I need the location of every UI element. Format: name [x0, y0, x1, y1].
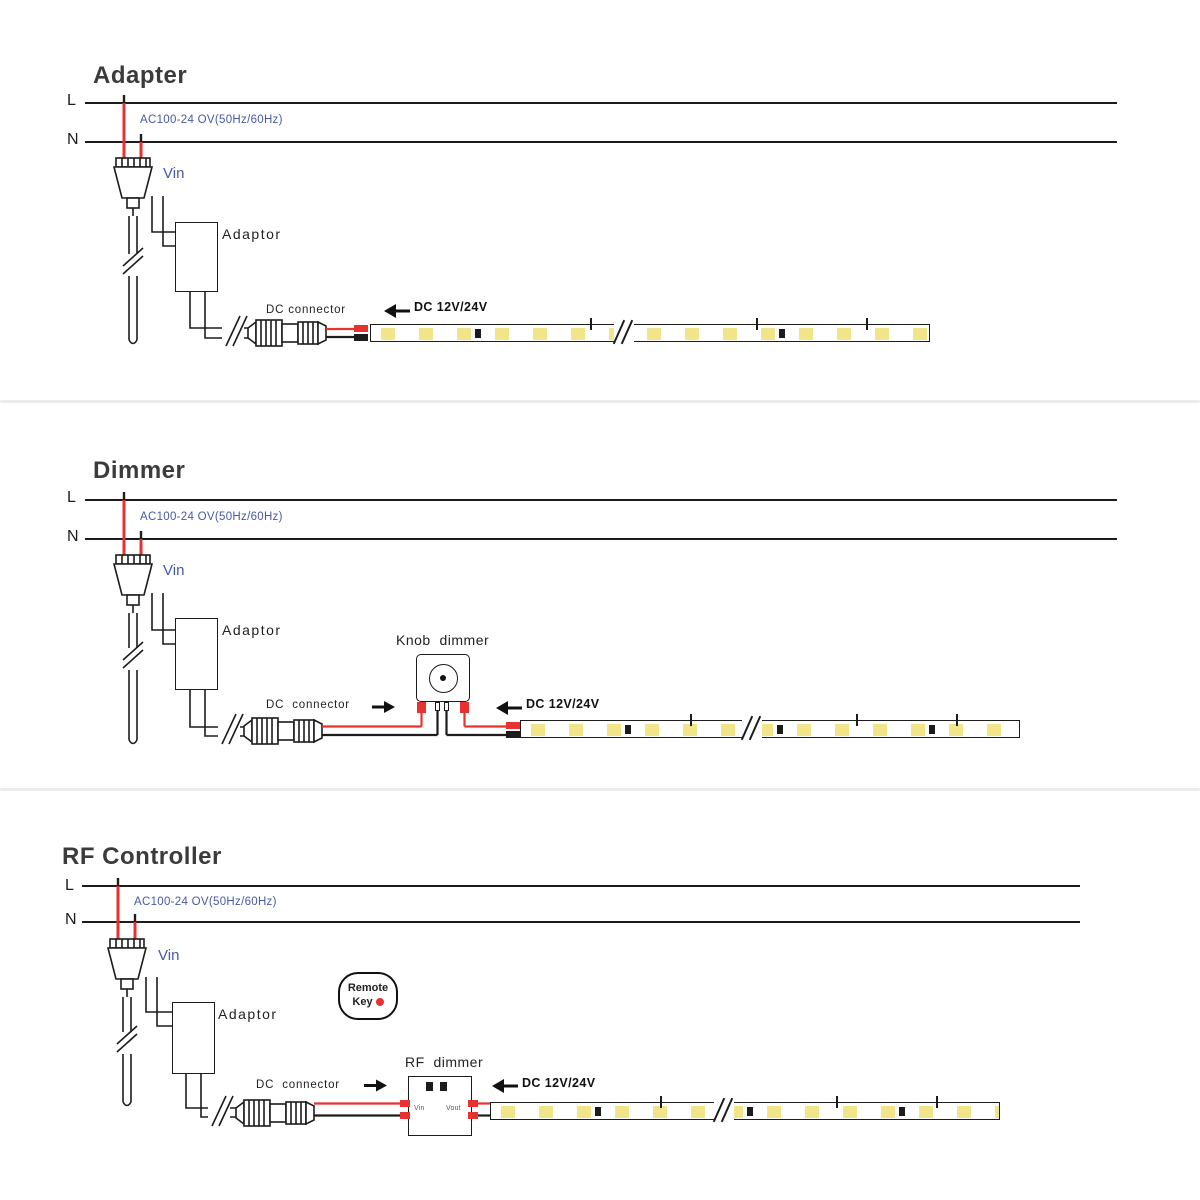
strip-break-icon: [714, 1096, 734, 1124]
rf-port-vout-label: Vout: [446, 1105, 461, 1112]
diagram-title: Dimmer: [93, 457, 186, 484]
line-l-label: L: [67, 92, 76, 109]
dc-connector-icon: [235, 1099, 315, 1127]
knob-center-dot: [440, 675, 446, 681]
led-strip: [490, 1102, 1000, 1120]
knob-dimmer-label: Knob dimmer: [396, 632, 490, 648]
led-strip: [520, 720, 1020, 738]
vin-wires: [145, 977, 172, 1027]
mains-lines: [85, 102, 1117, 143]
power-cable: [116, 997, 138, 1107]
rf-port-vin-label: Vin: [414, 1105, 425, 1112]
dip-switch-icon: [440, 1082, 447, 1091]
remote-key-label: Key: [352, 996, 373, 1008]
line-n-label: N: [65, 911, 77, 928]
remote-label: Remote: [347, 982, 389, 994]
cut-mark-icon: [866, 318, 868, 330]
cut-mark-icon: [836, 1096, 838, 1108]
vout-terminal-pad: [468, 1100, 478, 1107]
left-arrow-icon: [496, 701, 522, 715]
power-plug-icon: [112, 492, 154, 613]
right-arrow-icon: [372, 701, 395, 713]
ac-spec-label: AC100-24 OV(50Hz/60Hz): [140, 511, 283, 523]
dc-voltage-label: DC 12V/24V: [526, 697, 600, 711]
cut-mark-icon: [590, 318, 592, 330]
remote-key-button: [375, 998, 384, 1007]
strip-break-icon: [614, 318, 634, 346]
strip-break-icon: [742, 714, 762, 742]
adaptor-output-wires: [189, 690, 244, 745]
adaptor-label: Adaptor: [218, 1006, 278, 1022]
vin-wires: [151, 593, 175, 645]
line-n-label: N: [67, 131, 79, 148]
remote-control: Remote Key: [338, 972, 398, 1020]
dc-connector-icon: [243, 717, 323, 745]
dip-switch-icon: [426, 1082, 433, 1091]
vin-wires: [151, 196, 175, 247]
dc-connector-label: DC connector: [266, 304, 346, 316]
line-n-label: N: [67, 528, 79, 545]
vin-label: Vin: [158, 947, 180, 964]
adaptor-output-wires: [189, 292, 250, 347]
diagram-title: Adapter: [93, 62, 188, 89]
dc-voltage-label: DC 12V/24V: [414, 300, 488, 314]
section-divider: [0, 400, 1200, 403]
right-arrow-icon: [364, 1079, 387, 1092]
dimmer-wires: [322, 711, 520, 738]
vout-terminal-pad: [468, 1112, 478, 1119]
terminal-pad: [417, 702, 426, 713]
adaptor-box: [175, 618, 218, 690]
rf-dimmer-label: RF dimmer: [405, 1054, 484, 1070]
terminal-pin: [435, 702, 440, 711]
ac-spec-label: AC100-24 OV(50Hz/60Hz): [140, 114, 283, 126]
cut-mark-icon: [956, 714, 958, 726]
power-cable: [122, 216, 144, 345]
adaptor-output-wires: [185, 1074, 236, 1127]
diagram-title: RF Controller: [62, 843, 222, 870]
mains-lines: [82, 885, 1080, 923]
adaptor-label: Adaptor: [222, 226, 282, 242]
section-divider: [0, 788, 1200, 791]
dc-connector-label: DC connector: [266, 699, 350, 711]
dc-voltage-label: DC 12V/24V: [522, 1076, 596, 1090]
cut-mark-icon: [756, 318, 758, 330]
cut-mark-icon: [660, 1096, 662, 1108]
adaptor-box: [175, 222, 218, 292]
led-strip: [370, 324, 930, 342]
vin-terminal-pad: [400, 1112, 410, 1119]
dc-connector-label: DC connector: [256, 1079, 340, 1091]
left-arrow-icon: [384, 304, 410, 318]
remote-key-row: Key: [340, 995, 396, 1009]
power-cable: [122, 613, 144, 745]
vin-label: Vin: [163, 165, 185, 182]
rf-dimmer-wires: [314, 1102, 492, 1117]
cut-mark-icon: [936, 1096, 938, 1108]
vin-terminal-pad: [400, 1100, 410, 1107]
terminal-pin: [444, 702, 449, 711]
left-arrow-icon: [492, 1079, 518, 1093]
ac-spec-label: AC100-24 OV(50Hz/60Hz): [134, 896, 277, 908]
power-plug-icon: [112, 95, 154, 216]
terminal-pad: [460, 702, 469, 713]
line-l-label: L: [67, 489, 76, 506]
dc-connector-icon: [247, 319, 368, 347]
line-l-label: L: [65, 877, 74, 894]
power-plug-icon: [106, 878, 148, 997]
adaptor-label: Adaptor: [222, 622, 282, 638]
cut-mark-icon: [690, 714, 692, 726]
adaptor-box: [172, 1002, 215, 1074]
vin-label: Vin: [163, 562, 185, 579]
mains-lines: [85, 499, 1117, 540]
cut-mark-icon: [856, 714, 858, 726]
